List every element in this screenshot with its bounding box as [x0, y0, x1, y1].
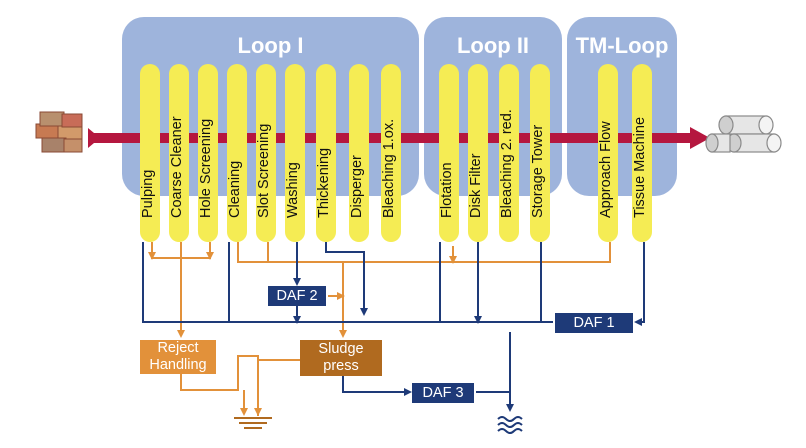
stage-cleaning: Cleaning — [227, 64, 247, 242]
ground-disposal-icon — [234, 417, 272, 429]
stage-pulping: Pulping — [140, 64, 160, 242]
daf-2-unit: DAF 2 — [268, 286, 326, 306]
loop-1-title: Loop I — [237, 33, 304, 58]
loop-2-title: Loop II — [456, 33, 530, 58]
tissue-rolls-icon — [705, 115, 782, 153]
water-discharge-icon — [497, 416, 523, 434]
daf-3-unit: DAF 3 — [412, 383, 474, 403]
stage-flotation: Flotation — [439, 64, 459, 242]
daf-1-unit: DAF 1 — [555, 313, 633, 333]
tm-loop-area: TM-Loop — [567, 17, 677, 196]
stage-disperger: Disperger — [349, 64, 369, 242]
stage-washing: Washing — [285, 64, 305, 242]
stage-bleaching-1: Bleaching 1.ox. — [381, 64, 401, 242]
stage-bleaching-2: Bleaching 2. red. — [499, 64, 519, 242]
paper-bales-icon — [35, 111, 83, 153]
stage-tissue-machine: Tissue Machine — [632, 64, 652, 242]
sludge-press-unit: Sludge press — [300, 340, 382, 376]
stage-coarse-cleaner: Coarse Cleaner — [169, 64, 189, 242]
stage-thickening: Thickening — [316, 64, 336, 242]
stage-storage-tower: Storage Tower — [530, 64, 550, 242]
tm-loop-title: TM-Loop — [575, 33, 669, 58]
stage-slot-screening: Slot Screening — [256, 64, 276, 242]
stage-hole-screening: Hole Screening — [198, 64, 218, 242]
stage-disk-filter: Disk Filter — [468, 64, 488, 242]
stage-approach-flow: Approach Flow — [598, 64, 618, 242]
reject-handling-unit: Reject Handling — [140, 340, 216, 374]
